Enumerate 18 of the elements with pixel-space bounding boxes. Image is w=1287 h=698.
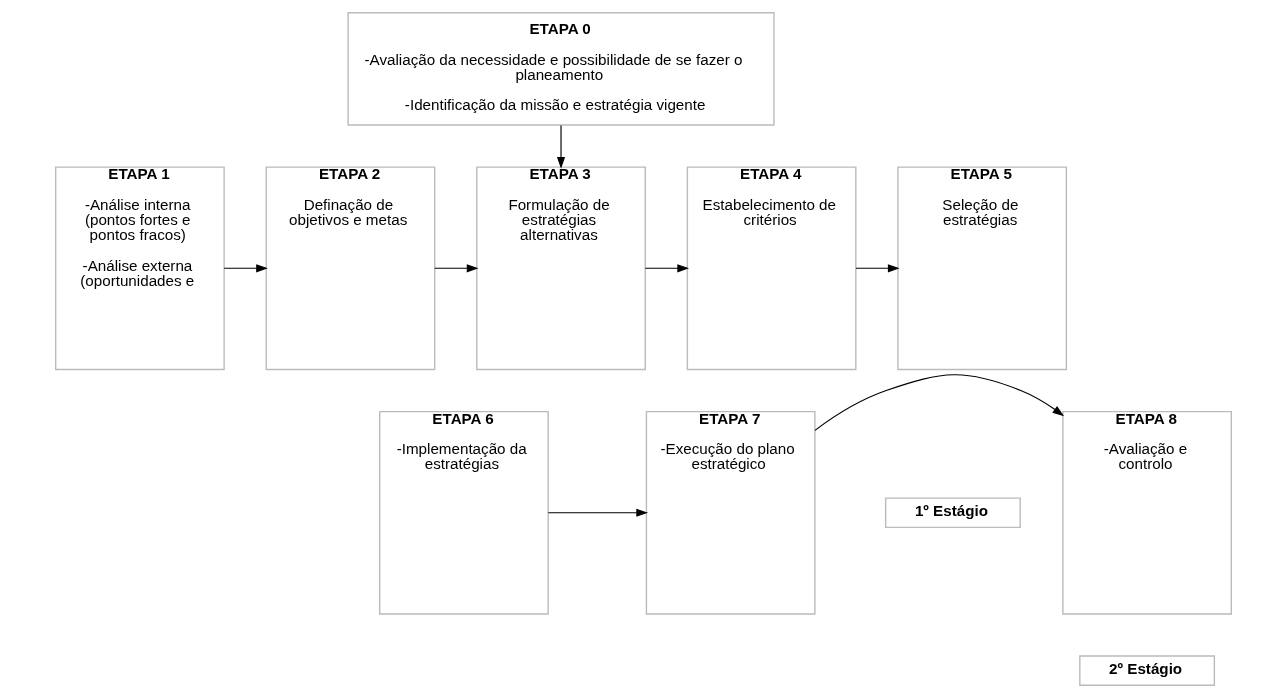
arrow xyxy=(434,264,479,273)
arrow xyxy=(223,264,268,273)
node-box: ETAPA 7 -Execução do plano estratégico xyxy=(645,410,816,615)
node-box: ETAPA 2 Definação de objetivos e metas xyxy=(265,166,436,371)
arrow xyxy=(855,264,900,273)
arrow xyxy=(814,374,1065,431)
arrow xyxy=(644,264,690,273)
node-box: ETAPA 3 Formulação de estratégias alternativas xyxy=(476,166,646,371)
arrow xyxy=(556,124,566,169)
node-box: ETAPA 6 -Implementação da estratégias xyxy=(379,410,549,615)
arrow xyxy=(547,508,649,517)
node-box: ETAPA 0 -Avaliação da necessidade e possibilidade de se fazer o planeamento -Identificação da missão e estratégia vigente xyxy=(347,12,775,126)
node-box: ETAPA 1 -Análise interna (pontos fortes e pontos fracos) -Análise externa (oportunidades e xyxy=(55,166,225,371)
node-box: 1º Estágio xyxy=(884,497,1021,529)
node-box: ETAPA 5 Seleção de estratégias xyxy=(897,166,1068,371)
node-box: ETAPA 8 -Avaliação e controlo xyxy=(1062,410,1232,615)
node-box: 2º Estágio xyxy=(1079,655,1216,687)
node-box: ETAPA 4 Estabelecimento de critérios xyxy=(686,166,857,371)
